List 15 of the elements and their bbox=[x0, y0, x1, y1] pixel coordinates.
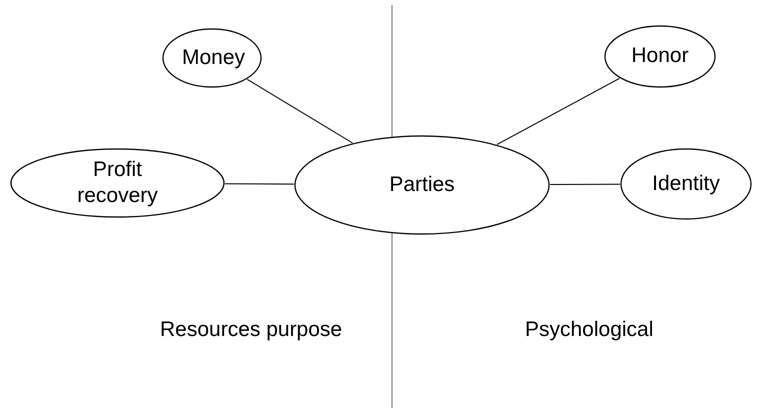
ellipse-node bbox=[10, 148, 225, 218]
ellipse-node bbox=[294, 135, 550, 235]
node-label: Parties bbox=[389, 172, 455, 198]
region-label: Resources purpose bbox=[160, 318, 342, 342]
region-label: Psychological bbox=[525, 318, 654, 342]
connector-line bbox=[246, 78, 354, 144]
connector-line bbox=[550, 184, 620, 186]
node-label: Profit recovery bbox=[76, 156, 159, 209]
connector-line bbox=[496, 78, 620, 145]
node-label: Identity bbox=[652, 170, 720, 197]
connector-line bbox=[224, 183, 295, 185]
ellipse-node bbox=[604, 25, 716, 88]
ellipse-node bbox=[162, 28, 262, 88]
ellipse-node bbox=[620, 148, 752, 220]
node-label: Honor bbox=[631, 43, 689, 70]
